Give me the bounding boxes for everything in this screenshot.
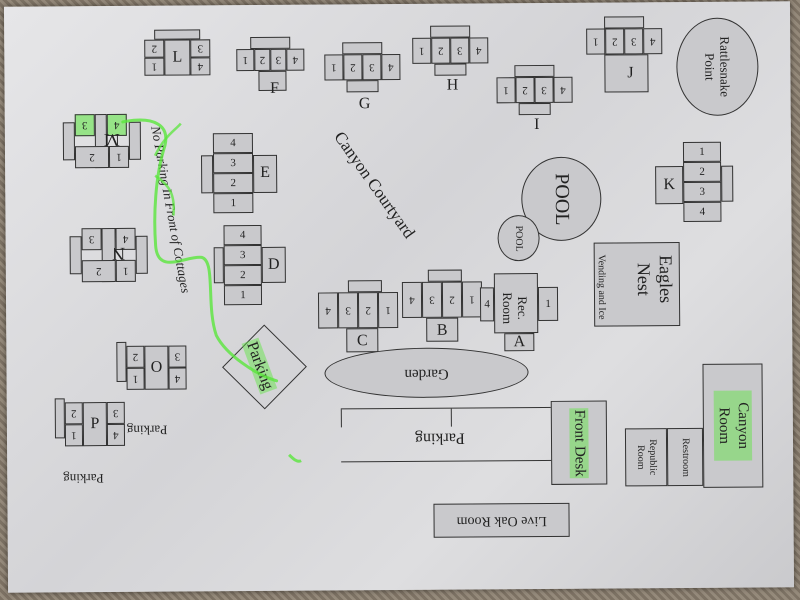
highlighter-route (121, 118, 302, 463)
map-sheet: 2 1 L 3 4 1 2 3 4 F 1 2 3 4 G 1 2 3 4 H … (3, 1, 795, 593)
